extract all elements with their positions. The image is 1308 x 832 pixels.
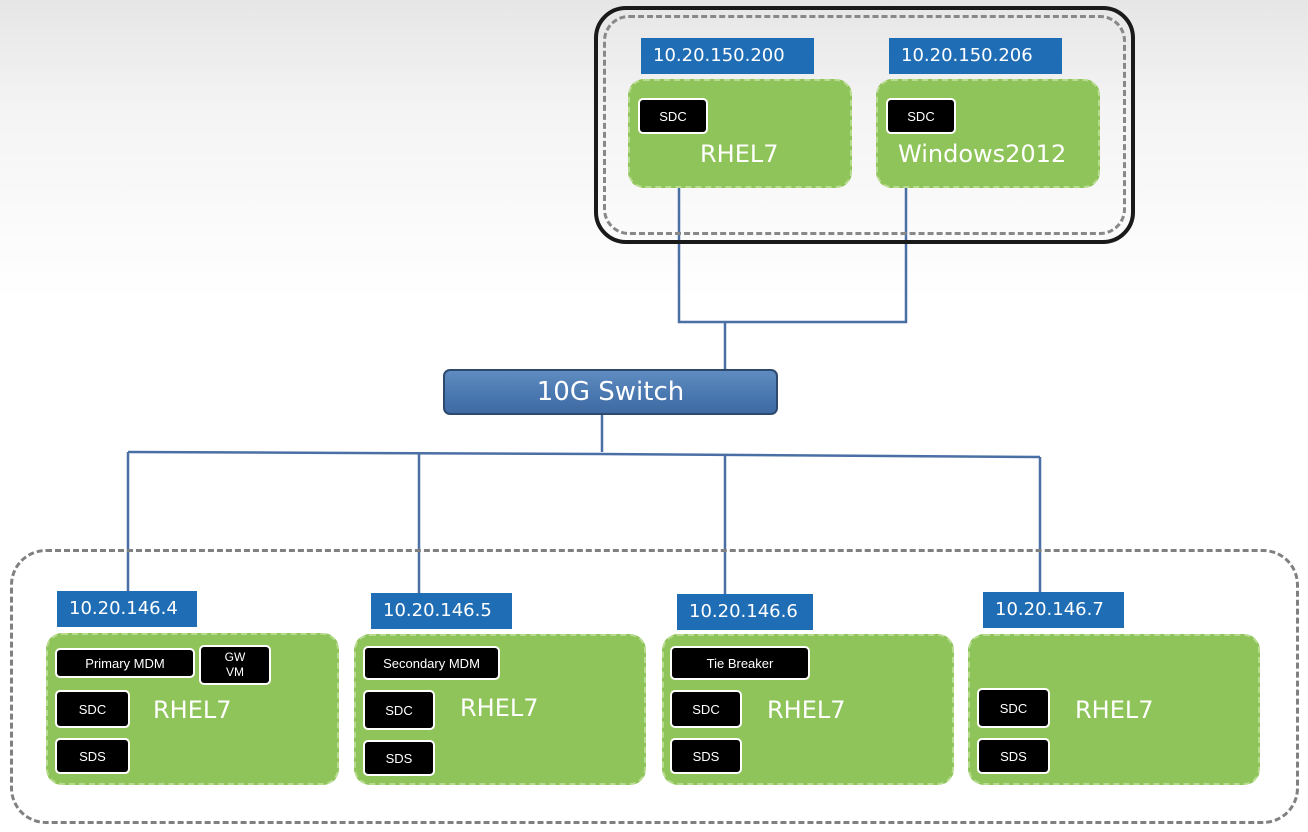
sds-component: SDS xyxy=(670,738,742,774)
cluster-bus xyxy=(127,450,1041,459)
ip-label: 10.20.150.206 xyxy=(889,38,1062,74)
sds-component: SDS xyxy=(363,740,435,776)
sds-component: SDS xyxy=(977,738,1050,774)
sdc-component: SDC xyxy=(55,690,130,728)
ip-label: 10.20.146.4 xyxy=(57,591,197,627)
os-label: RHEL7 xyxy=(767,696,846,724)
ip-label: 10.20.150.200 xyxy=(641,38,814,74)
sdc-component: SDC xyxy=(886,98,956,134)
os-label: RHEL7 xyxy=(1075,696,1154,724)
cluster-group xyxy=(10,549,1299,824)
ip-label: 10.20.146.7 xyxy=(983,592,1124,628)
os-label: Windows2012 xyxy=(898,140,1067,168)
sdc-component: SDC xyxy=(670,690,742,728)
os-label: RHEL7 xyxy=(153,696,232,724)
primary-mdm-component: Primary MDM xyxy=(55,648,195,678)
secondary-mdm-component: Secondary MDM xyxy=(363,646,500,680)
sdc-component: SDC xyxy=(977,688,1050,728)
tie-breaker-component: Tie Breaker xyxy=(670,646,810,680)
os-label: RHEL7 xyxy=(700,140,779,168)
gateway-vm-component: GW VM xyxy=(199,645,271,685)
client-group xyxy=(594,6,1135,244)
sdc-component: SDC xyxy=(363,690,435,730)
ip-label: 10.20.146.5 xyxy=(371,593,512,629)
network-switch: 10G Switch xyxy=(443,369,778,415)
sds-component: SDS xyxy=(55,738,130,774)
os-label: RHEL7 xyxy=(460,694,539,722)
sdc-component: SDC xyxy=(638,98,708,134)
ip-label: 10.20.146.6 xyxy=(677,594,813,630)
